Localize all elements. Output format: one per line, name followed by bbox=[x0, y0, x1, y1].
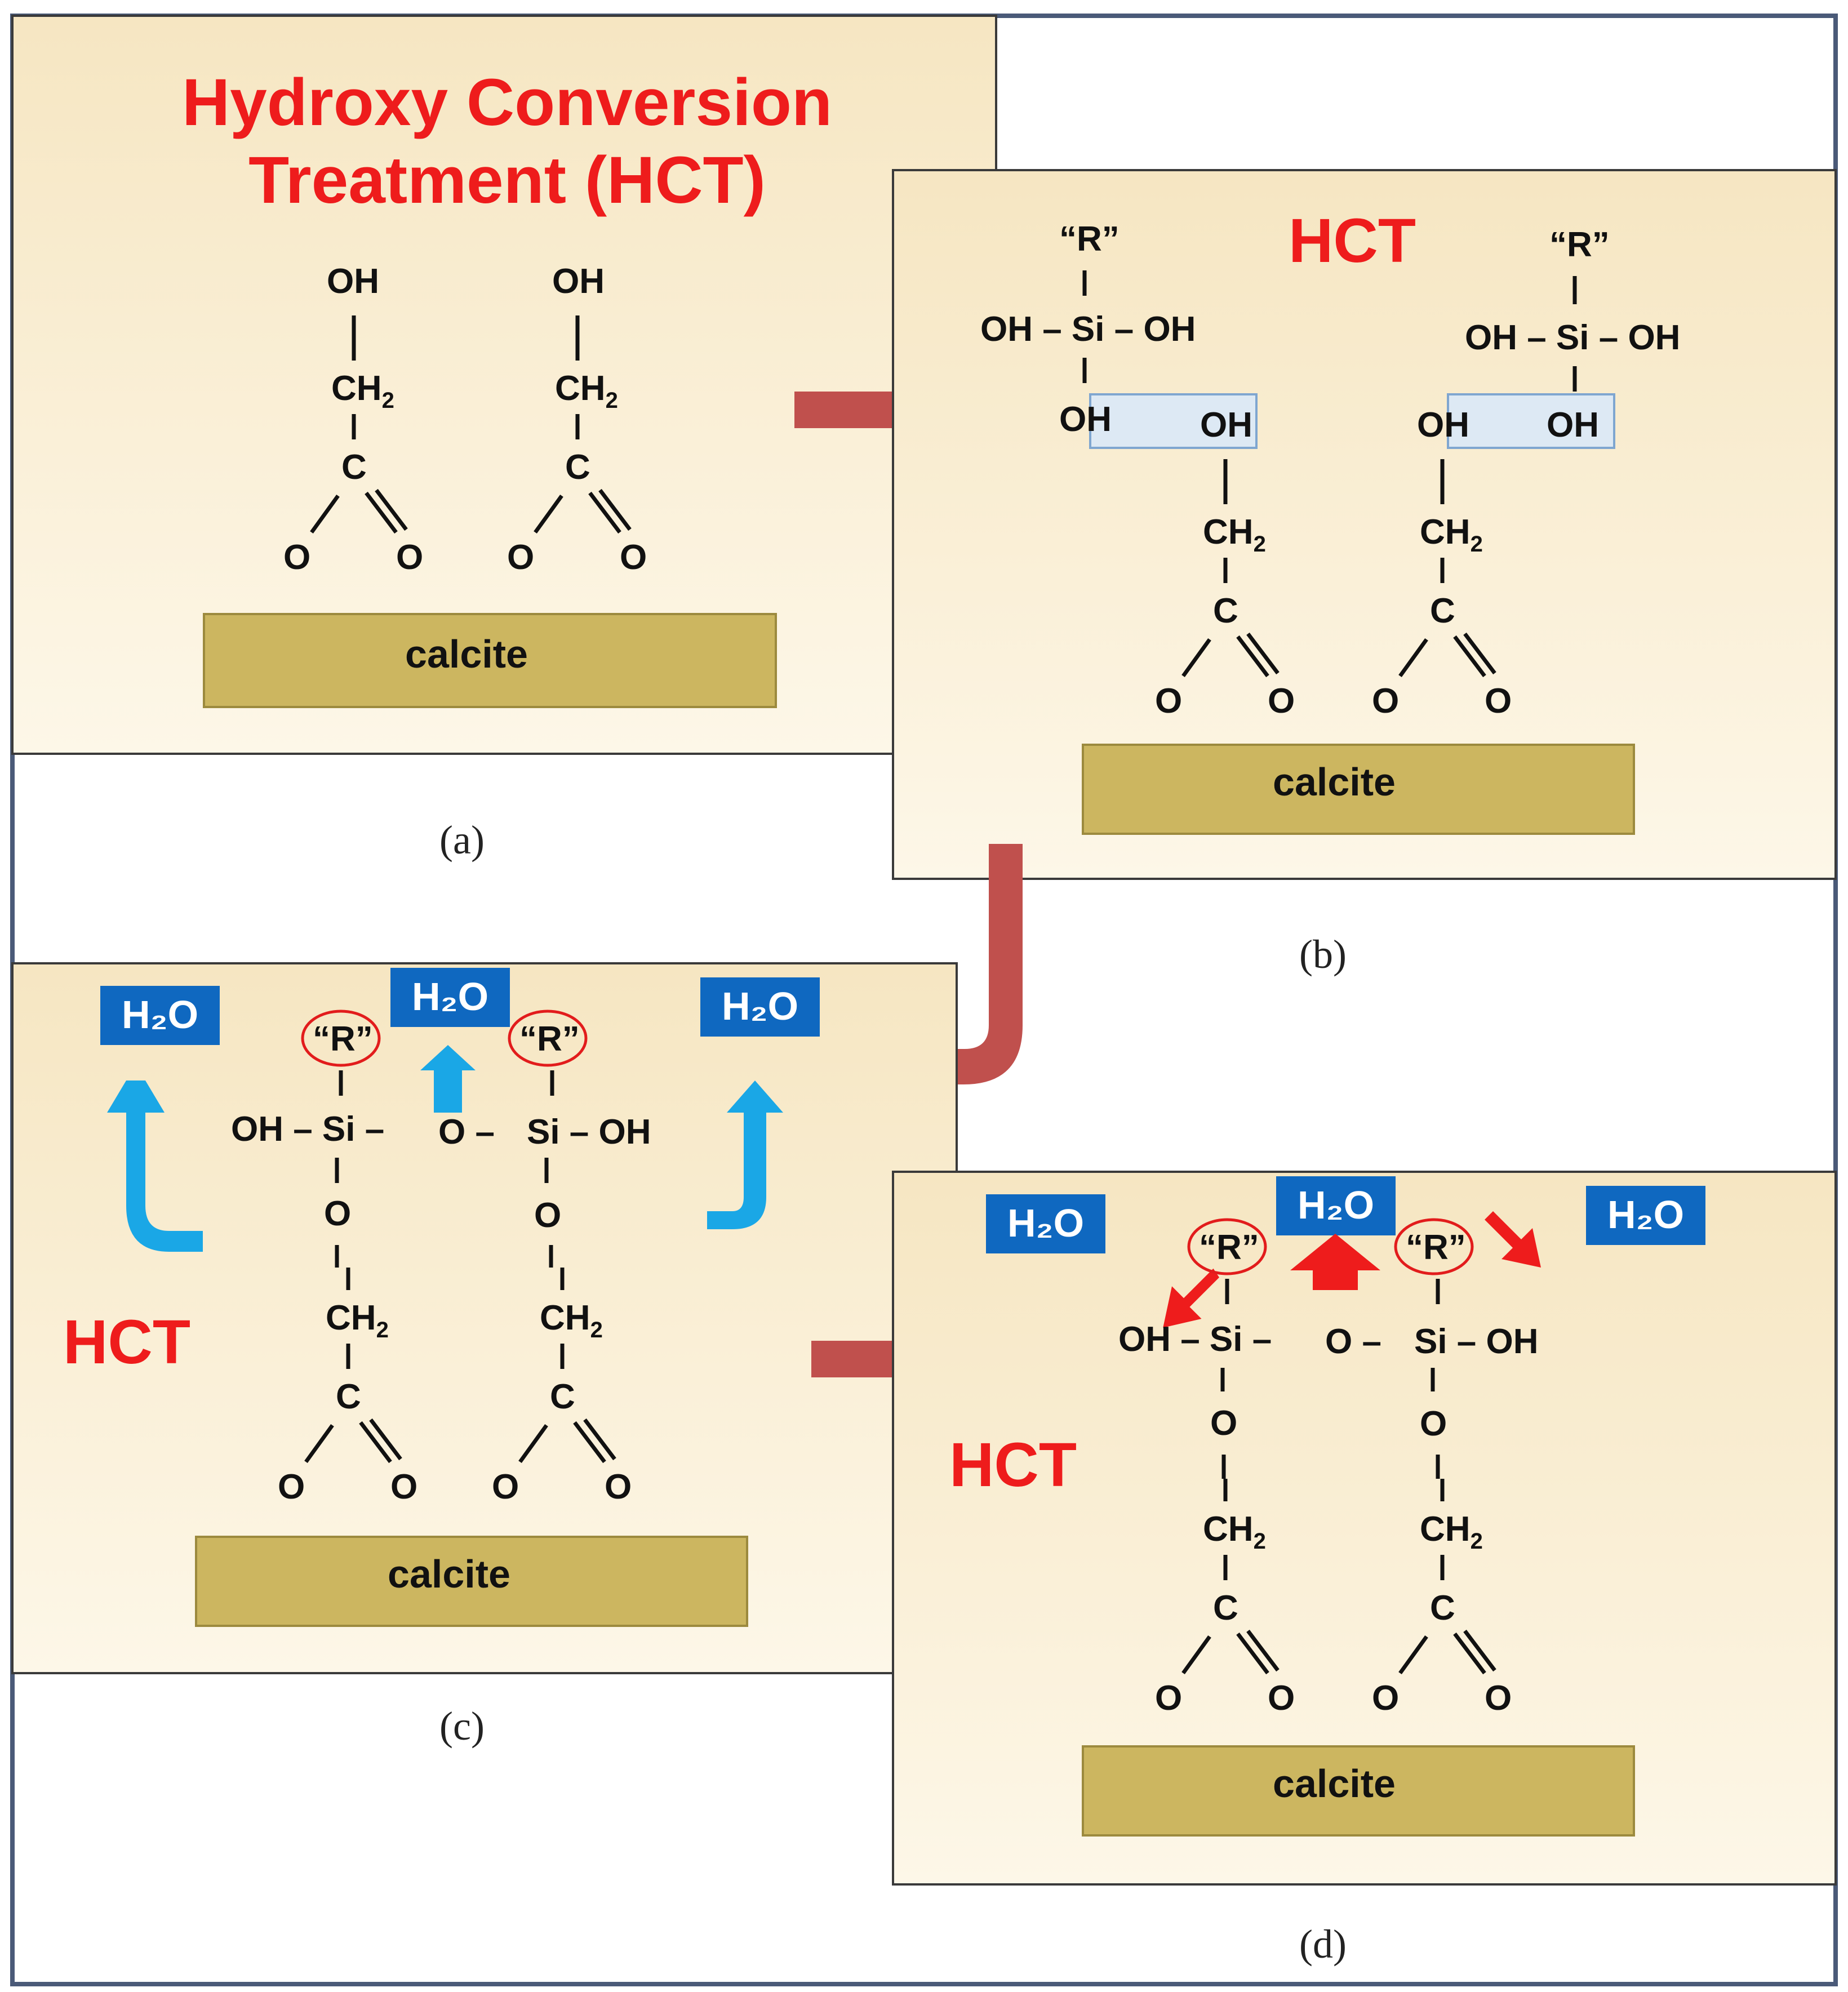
calcite-label: calcite bbox=[1273, 760, 1396, 804]
panel-c: H₂O H₂O H₂O “R” “R” OH – Si – O – Si – O… bbox=[11, 962, 958, 1674]
water-label: H₂O bbox=[412, 975, 488, 1019]
hydroxyl-pair-highlight bbox=[1447, 393, 1615, 449]
water-box bbox=[986, 1194, 1105, 1253]
siloxane-right: Si – OH bbox=[527, 1113, 651, 1151]
o-atom: O bbox=[1210, 1404, 1237, 1443]
panel-a: Hydroxy Conversion Treatment (HCT) OH OH… bbox=[11, 15, 997, 755]
siloxane-bridge: O – bbox=[1325, 1322, 1381, 1361]
panel-a-title-line1: Hydroxy Conversion bbox=[182, 65, 832, 140]
o-atom: O bbox=[324, 1194, 351, 1233]
r-group: “R” bbox=[1549, 225, 1610, 264]
panel-a-caption: (a) bbox=[439, 817, 485, 862]
r-group-circle bbox=[1394, 1218, 1474, 1275]
r-group: “R” bbox=[313, 1020, 373, 1059]
silanol-row: OH – Si – OH bbox=[980, 310, 1196, 349]
chunky-arrow-icon bbox=[1485, 1211, 1541, 1268]
siloxane-bridge: O – bbox=[438, 1113, 495, 1151]
panel-d: H₂O H₂O H₂O “R” “R” OH – Si – O – Si – O… bbox=[892, 1171, 1837, 1886]
r-group-circle bbox=[508, 1010, 588, 1067]
calcite-substrate bbox=[203, 613, 777, 708]
calcite-label: calcite bbox=[405, 632, 528, 676]
oh-atom: OH bbox=[1547, 406, 1599, 444]
r-group: “R” bbox=[1199, 1228, 1259, 1267]
curved-arrow-icon bbox=[107, 1081, 203, 1252]
r-group: “R” bbox=[1406, 1228, 1466, 1267]
r-group: “R” bbox=[1059, 220, 1120, 259]
chunky-arrow-icon bbox=[1163, 1268, 1219, 1328]
panel-d-title: HCT bbox=[949, 1430, 1077, 1500]
calcite-substrate bbox=[1082, 744, 1635, 835]
hydroxyl-pair-highlight bbox=[1089, 393, 1258, 449]
oh-atom: OH bbox=[1200, 406, 1252, 444]
r-group: “R” bbox=[519, 1020, 580, 1059]
siloxane-right: Si – OH bbox=[1414, 1322, 1539, 1361]
oh-atom: OH bbox=[552, 262, 605, 301]
water-box bbox=[1276, 1176, 1396, 1235]
panel-a-title-line2: Treatment (HCT) bbox=[248, 143, 766, 217]
calcite-label: calcite bbox=[1273, 1762, 1396, 1806]
chunky-arrow-icon bbox=[1290, 1234, 1380, 1290]
oh-atom: OH bbox=[327, 262, 379, 301]
panel-b-title: HCT bbox=[1289, 206, 1416, 275]
r-group-circle bbox=[301, 1010, 381, 1067]
calcite-label: calcite bbox=[388, 1552, 510, 1596]
panel-b-caption: (b) bbox=[1299, 932, 1347, 977]
curved-arrow-icon bbox=[707, 1081, 783, 1229]
o-atom: O bbox=[534, 1196, 561, 1235]
oh-atom: OH bbox=[1417, 406, 1469, 444]
siloxane-left: OH – Si – bbox=[1118, 1320, 1272, 1359]
curved-arrow-icon bbox=[420, 1045, 476, 1113]
water-label: H₂O bbox=[1607, 1193, 1684, 1237]
water-label: H₂O bbox=[122, 993, 198, 1037]
panel-c-title: HCT bbox=[63, 1308, 190, 1377]
panel-b: HCT “R” OH – Si – OH OH OH “R” OH – Si –… bbox=[892, 169, 1837, 880]
water-box bbox=[700, 977, 820, 1037]
siloxane-left: OH – Si – bbox=[231, 1110, 384, 1149]
water-box bbox=[100, 986, 220, 1045]
panel-c-caption: (c) bbox=[439, 1704, 485, 1749]
water-label: H₂O bbox=[1298, 1183, 1374, 1227]
water-box bbox=[390, 968, 510, 1027]
silanol-row: OH – Si – OH bbox=[1465, 318, 1680, 357]
o-atom: O bbox=[1420, 1404, 1447, 1443]
calcite-substrate bbox=[195, 1536, 748, 1627]
calcite-substrate bbox=[1082, 1745, 1635, 1837]
panel-d-caption: (d) bbox=[1299, 1922, 1347, 1967]
r-group-circle bbox=[1187, 1218, 1267, 1275]
water-box bbox=[1586, 1186, 1705, 1245]
water-label: H₂O bbox=[1007, 1201, 1084, 1245]
water-label: H₂O bbox=[722, 984, 798, 1028]
oh-atom: OH bbox=[1059, 400, 1112, 439]
